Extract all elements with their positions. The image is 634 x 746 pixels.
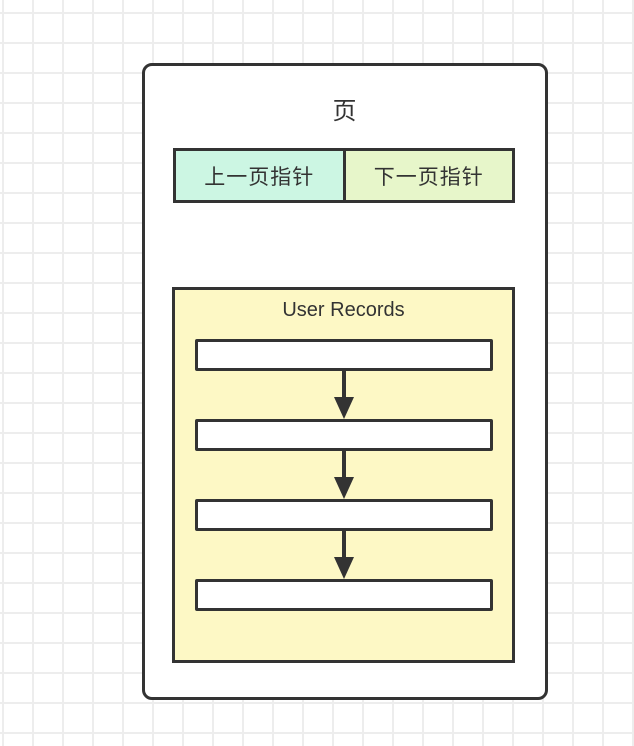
prev-page-pointer-cell: 上一页指针 xyxy=(173,148,346,203)
page-container: 页 上一页指针 下一页指针 User Records xyxy=(142,63,548,700)
user-records-box: User Records xyxy=(172,287,515,663)
arrow-stem xyxy=(341,451,346,477)
arrow-stem xyxy=(341,371,346,397)
record-row xyxy=(194,339,493,371)
page-title: 页 xyxy=(332,98,358,125)
record-row xyxy=(194,579,493,611)
down-arrow xyxy=(333,451,354,499)
next-page-pointer-cell: 下一页指针 xyxy=(342,148,515,203)
pointer-row: 上一页指针 下一页指针 xyxy=(173,148,515,203)
arrow-head-icon xyxy=(333,397,354,419)
down-arrow xyxy=(333,531,354,579)
arrow-stem xyxy=(341,531,346,557)
down-arrow xyxy=(333,371,354,419)
records-list xyxy=(175,339,512,611)
record-row xyxy=(194,499,493,531)
user-records-title: User Records xyxy=(282,299,405,321)
arrow-head-icon xyxy=(333,557,354,579)
arrow-head-icon xyxy=(333,477,354,499)
record-row xyxy=(194,419,493,451)
